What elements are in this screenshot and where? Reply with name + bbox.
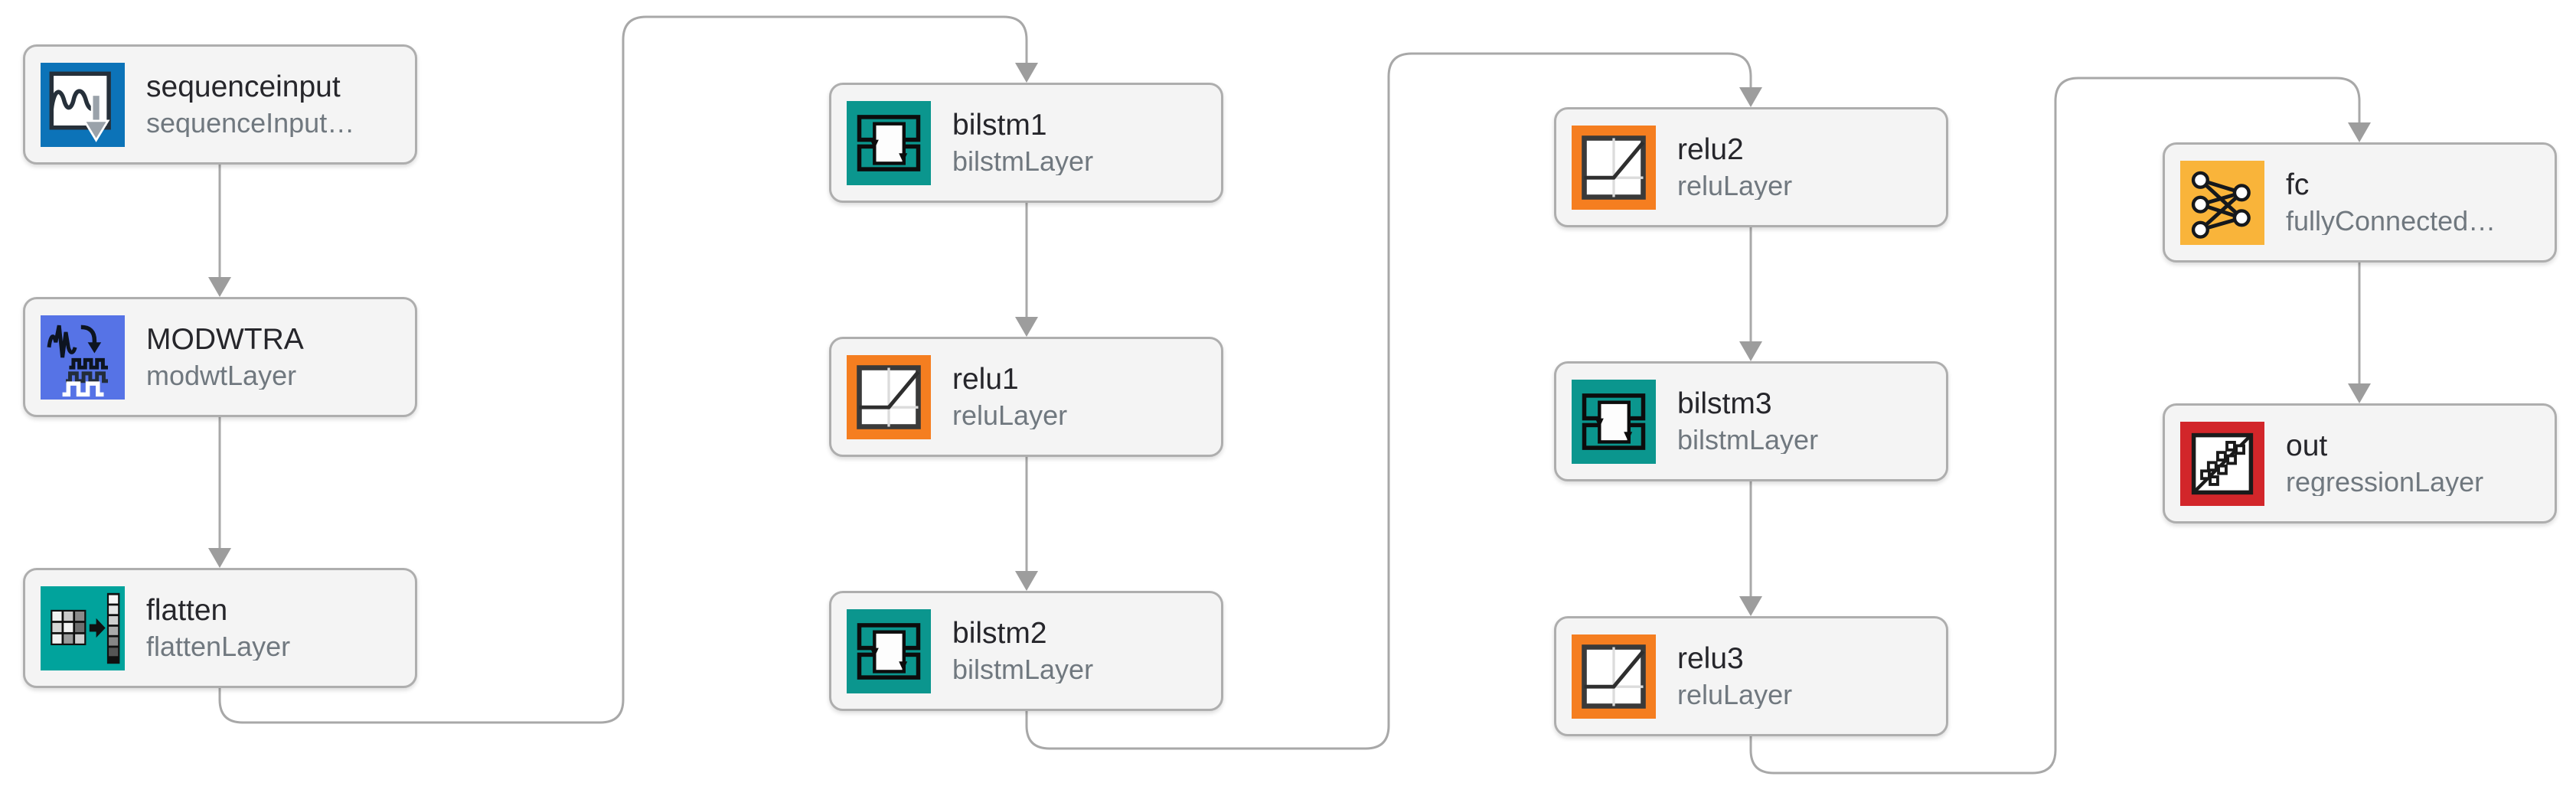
layer-node-fc[interactable]: fc fullyConnected… [2163, 142, 2557, 263]
layer-title: relu1 [952, 364, 1019, 396]
connector-relu3-fc[interactable] [1749, 77, 2371, 775]
sequence-input-icon [41, 62, 125, 147]
relu-icon [1572, 125, 1656, 210]
connector-bilstm2-relu2[interactable] [1025, 52, 1762, 750]
layer-node-out[interactable]: out regressionLayer [2163, 403, 2557, 524]
layer-node-relu2[interactable]: relu2 reluLayer [1554, 107, 1948, 227]
layer-title: MODWTRA [146, 324, 304, 356]
layer-type: bilstmLayer [1677, 423, 1819, 455]
layer-type: modwtLayer [146, 359, 297, 390]
connector-fc-out[interactable] [2348, 263, 2371, 403]
layer-node-relu3[interactable]: relu3 reluLayer [1554, 616, 1948, 736]
connector-relu1-bilstm2[interactable] [1015, 457, 1038, 591]
modwt-icon [41, 315, 125, 400]
layer-type: reluLayer [952, 399, 1068, 430]
fully-connected-icon [2180, 160, 2264, 245]
layer-type: reluLayer [1677, 678, 1793, 710]
bilstm-icon [847, 608, 931, 693]
bilstm-icon [1572, 379, 1656, 464]
flatten-icon [41, 586, 125, 670]
layer-node-flatten[interactable]: flatten flattenLayer [23, 568, 417, 688]
connector-flatten-bilstm1[interactable] [218, 15, 1038, 724]
layer-title: out [2286, 430, 2328, 462]
layer-node-relu1[interactable]: relu1 reluLayer [829, 337, 1223, 457]
relu-icon [847, 354, 931, 439]
layer-title: flatten [146, 595, 228, 627]
layer-node-bilstm2[interactable]: bilstm2 bilstmLayer [829, 591, 1223, 711]
connector-relu2-bilstm3[interactable] [1739, 227, 1762, 361]
layer-type: fullyConnected… [2286, 204, 2496, 236]
layer-title: bilstm1 [952, 109, 1047, 142]
layer-type: sequenceInput… [146, 106, 355, 138]
layer-title: sequenceinput [146, 71, 341, 103]
layer-type: bilstmLayer [952, 145, 1094, 176]
layer-title: relu3 [1677, 643, 1744, 675]
layer-type: regressionLayer [2286, 465, 2484, 497]
layer-title: bilstm3 [1677, 388, 1772, 420]
connector-bilstm1-relu1[interactable] [1015, 203, 1038, 337]
layer-node-bilstm3[interactable]: bilstm3 bilstmLayer [1554, 361, 1948, 481]
layer-title: bilstm2 [952, 618, 1047, 650]
layer-type: flattenLayer [146, 630, 291, 661]
connector-sequenceinput-MODWTRA[interactable] [208, 165, 231, 297]
relu-icon [1572, 634, 1656, 719]
layer-node-bilstm1[interactable]: bilstm1 bilstmLayer [829, 83, 1223, 203]
layer-title: relu2 [1677, 134, 1744, 166]
regression-icon [2180, 421, 2264, 506]
connector-MODWTRA-flatten[interactable] [208, 417, 231, 568]
layer-node-MODWTRA[interactable]: MODWTRA modwtLayer [23, 297, 417, 417]
connector-bilstm3-relu3[interactable] [1739, 481, 1762, 616]
layer-type: reluLayer [1677, 169, 1793, 201]
layer-type: bilstmLayer [952, 653, 1094, 684]
layer-node-sequenceinput[interactable]: sequenceinput sequenceInput… [23, 44, 417, 165]
bilstm-icon [847, 100, 931, 185]
layer-title: fc [2286, 169, 2310, 201]
